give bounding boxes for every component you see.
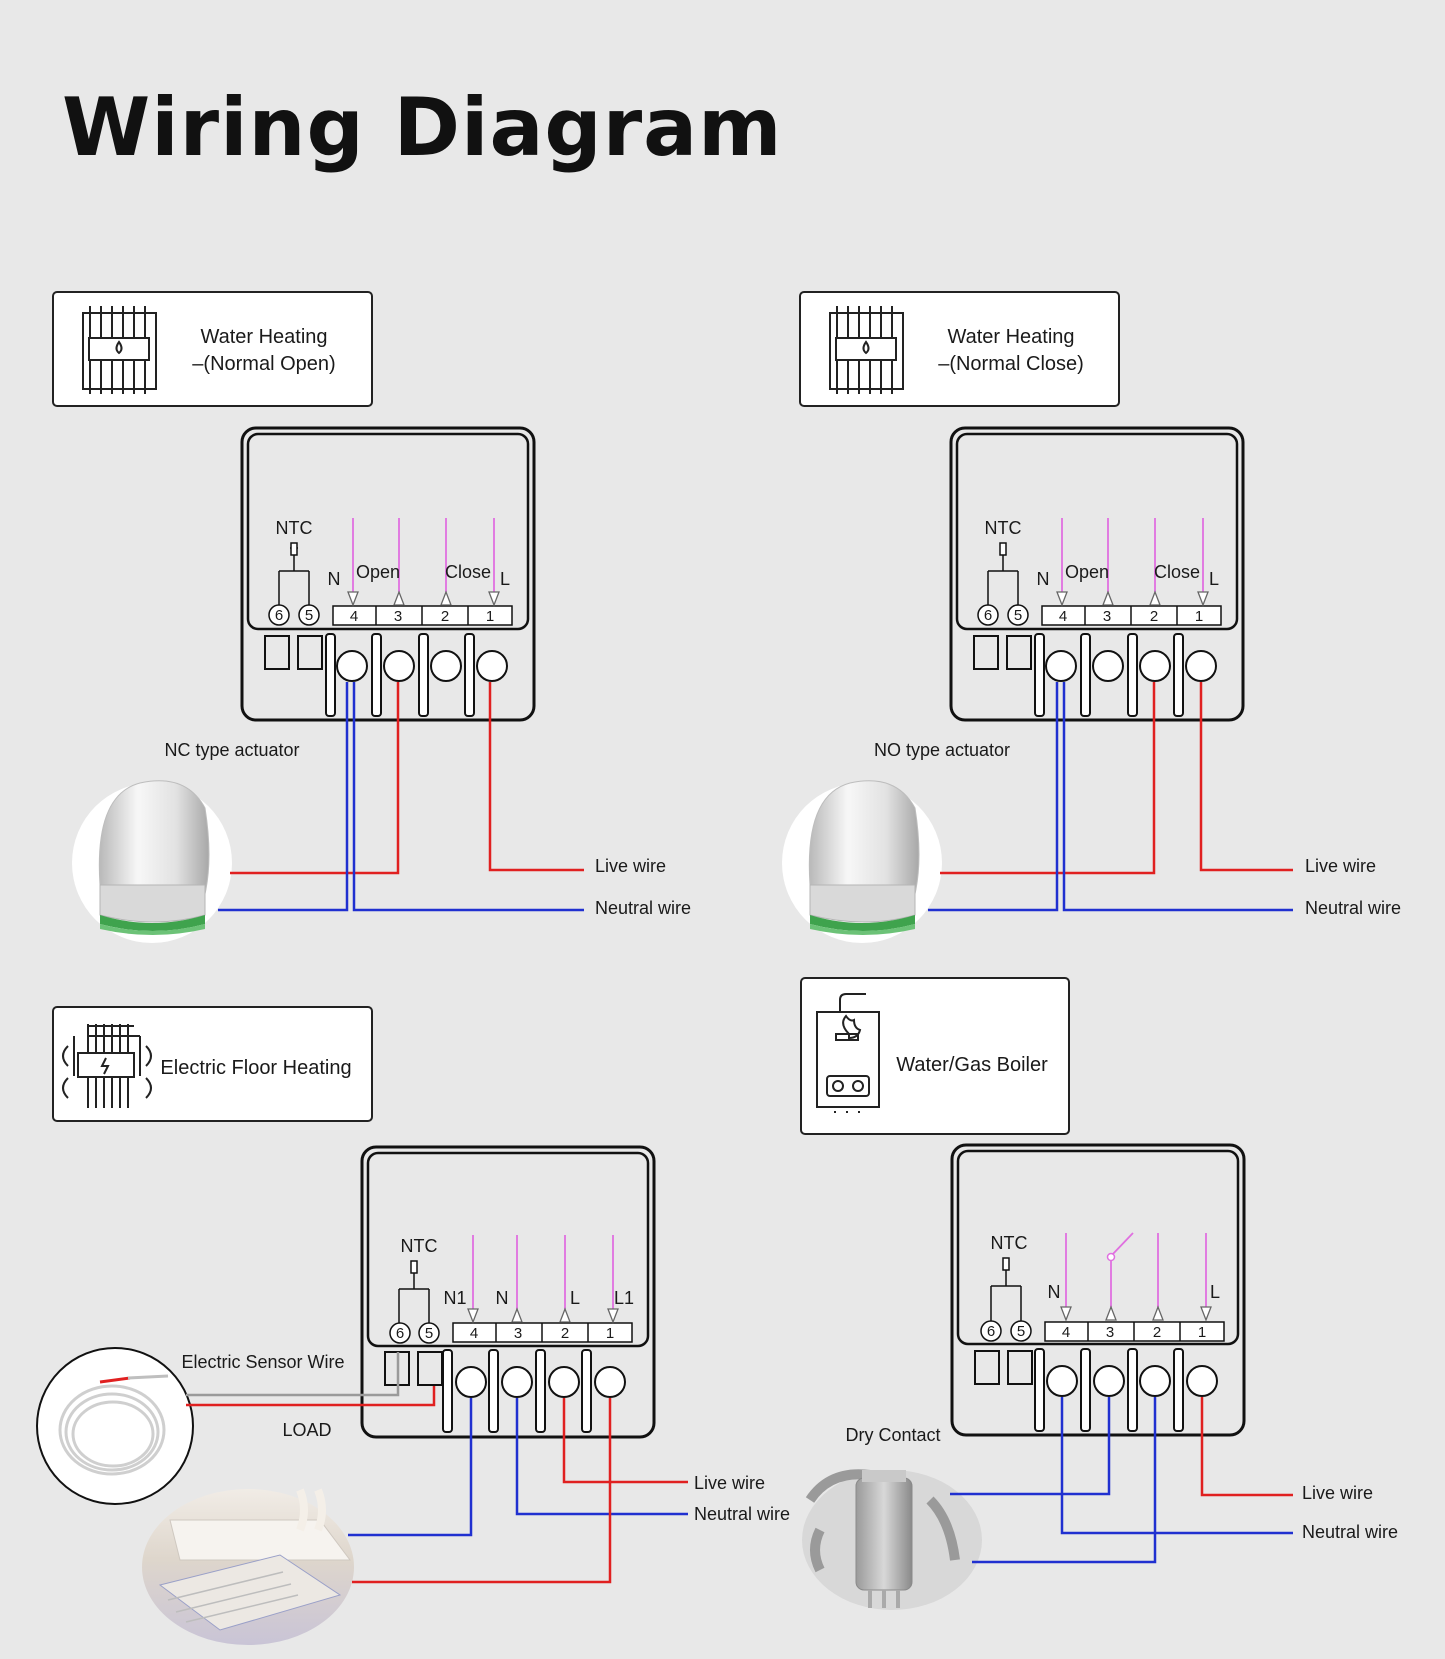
terminal-label-3: Close [1154, 562, 1200, 582]
terminal-1: 1 [486, 608, 494, 625]
ntc-term-6: 6 [987, 1323, 995, 1340]
header-box: Water/Gas Boiler [800, 977, 1070, 1135]
thermal-actuator-image [782, 780, 942, 943]
panel-water-heating-normal-open: Water Heating –(Normal Open) NTC 6 5 4 3… [52, 291, 691, 943]
ntc-term-6: 6 [275, 607, 283, 624]
header-box: Water Heating –(Normal Close) [799, 291, 1120, 407]
terminal-label-2: N [496, 1288, 509, 1308]
sensor-wire-image [36, 1347, 194, 1505]
ntc-term-5: 5 [305, 607, 313, 624]
header-line2: –(Normal Open) [192, 353, 335, 375]
panel-water-heating-normal-close: Water Heating –(Normal Close) NTC 6 5 4 … [782, 291, 1401, 943]
terminal-label-1: N [1048, 1282, 1061, 1302]
terminal-4: 4 [1062, 1324, 1070, 1341]
thermostat-backplate: NTC 6 5 4 3 2 1 N Open Clo [949, 426, 1245, 722]
terminal-1: 1 [606, 1325, 614, 1342]
neutral-wire-label: Neutral wire [1302, 1522, 1398, 1542]
header-line2: –(Normal Close) [938, 353, 1084, 375]
terminal-label-3: L [570, 1288, 580, 1308]
sensor-wire-label: Electric Sensor Wire [181, 1352, 344, 1372]
ntc-label: NTC [276, 518, 313, 538]
ntc-label: NTC [985, 518, 1022, 538]
thermal-actuator-image [72, 780, 232, 943]
probe-lines [352, 518, 495, 592]
neutral-wire-label: Neutral wire [595, 898, 691, 918]
wiring [218, 682, 584, 912]
terminal-label-1: N [328, 569, 341, 589]
terminal-2: 2 [561, 1325, 569, 1342]
header-box: Water Heating –(Normal Open) [52, 291, 373, 407]
header-line1: Electric Floor Heating [160, 1057, 351, 1079]
terminal-label-2: L [1210, 1282, 1220, 1302]
wiring [928, 682, 1293, 912]
load-label: LOAD [282, 1420, 331, 1440]
ntc-term-6: 6 [984, 607, 992, 624]
thermostat-backplate: NTC 6 5 4 3 2 1 N Open Clo [240, 426, 536, 722]
ntc-term-5: 5 [425, 1325, 433, 1342]
neutral-wire-label: Neutral wire [1305, 898, 1401, 918]
panel-electric-floor-heating: Electric Floor Heating NTC 6 5 4 3 2 1 [36, 1006, 790, 1645]
terminal-4: 4 [1059, 608, 1067, 625]
terminal-1: 1 [1195, 608, 1203, 625]
live-wire-label: Live wire [1305, 856, 1376, 876]
terminal-label-3: Close [445, 562, 491, 582]
device-label: NC type actuator [164, 740, 299, 760]
live-wire-label: Live wire [595, 856, 666, 876]
header-box: Electric Floor Heating [52, 1006, 373, 1122]
header-line1: Water Heating [947, 326, 1074, 348]
panel-water-gas-boiler: Water/Gas Boiler NTC 6 5 4 3 2 1 [800, 977, 1398, 1610]
terminal-4: 4 [350, 608, 358, 625]
terminal-label-1: N [1037, 569, 1050, 589]
terminal-label-2: Open [356, 562, 400, 582]
gas-boiler-icon [816, 993, 880, 1113]
ntc-term-5: 5 [1017, 1323, 1025, 1340]
live-wire-label: Live wire [1302, 1483, 1373, 1503]
terminal-label-1: N1 [443, 1288, 466, 1308]
heating-mat-image [142, 1488, 354, 1645]
thermostat-backplate: NTC 6 5 4 3 2 1 [950, 1143, 1246, 1437]
device-label: NO type actuator [874, 740, 1010, 760]
terminal-3: 3 [394, 608, 402, 625]
probe-lines [1061, 518, 1204, 592]
probe-lines [472, 1235, 614, 1309]
neutral-wire-label: Neutral wire [694, 1504, 790, 1524]
terminal-label-4: L1 [614, 1288, 634, 1308]
terminal-label-4: L [500, 569, 510, 589]
floor-heating-coil-icon [62, 1024, 152, 1108]
terminal-4: 4 [470, 1325, 478, 1342]
probe-lines [1065, 1232, 1207, 1307]
live-wire-label: Live wire [694, 1473, 765, 1493]
page-title: Wiring Diagram [62, 81, 783, 174]
terminal-label-2: Open [1065, 562, 1109, 582]
ntc-term-5: 5 [1014, 607, 1022, 624]
terminal-3: 3 [1106, 1324, 1114, 1341]
terminal-3: 3 [514, 1325, 522, 1342]
water-heating-manifold-icon [829, 306, 904, 394]
terminal-2: 2 [1153, 1324, 1161, 1341]
water-heating-manifold-icon [82, 306, 157, 394]
device-label: Dry Contact [845, 1425, 940, 1445]
terminal-2: 2 [441, 608, 449, 625]
ntc-label: NTC [991, 1233, 1028, 1253]
thermostat-backplate: NTC 6 5 4 3 2 1 N1 N L [360, 1145, 656, 1439]
header-line1: Water Heating [200, 326, 327, 348]
wiring [186, 1352, 688, 1584]
wiring [950, 1397, 1293, 1564]
terminal-label-4: L [1209, 569, 1219, 589]
terminal-1: 1 [1198, 1324, 1206, 1341]
ntc-label: NTC [401, 1236, 438, 1256]
ntc-term-6: 6 [396, 1325, 404, 1342]
terminal-2: 2 [1150, 608, 1158, 625]
terminal-3: 3 [1103, 608, 1111, 625]
header-line1: Water/Gas Boiler [896, 1054, 1048, 1076]
wall-boiler-image [802, 1469, 982, 1610]
